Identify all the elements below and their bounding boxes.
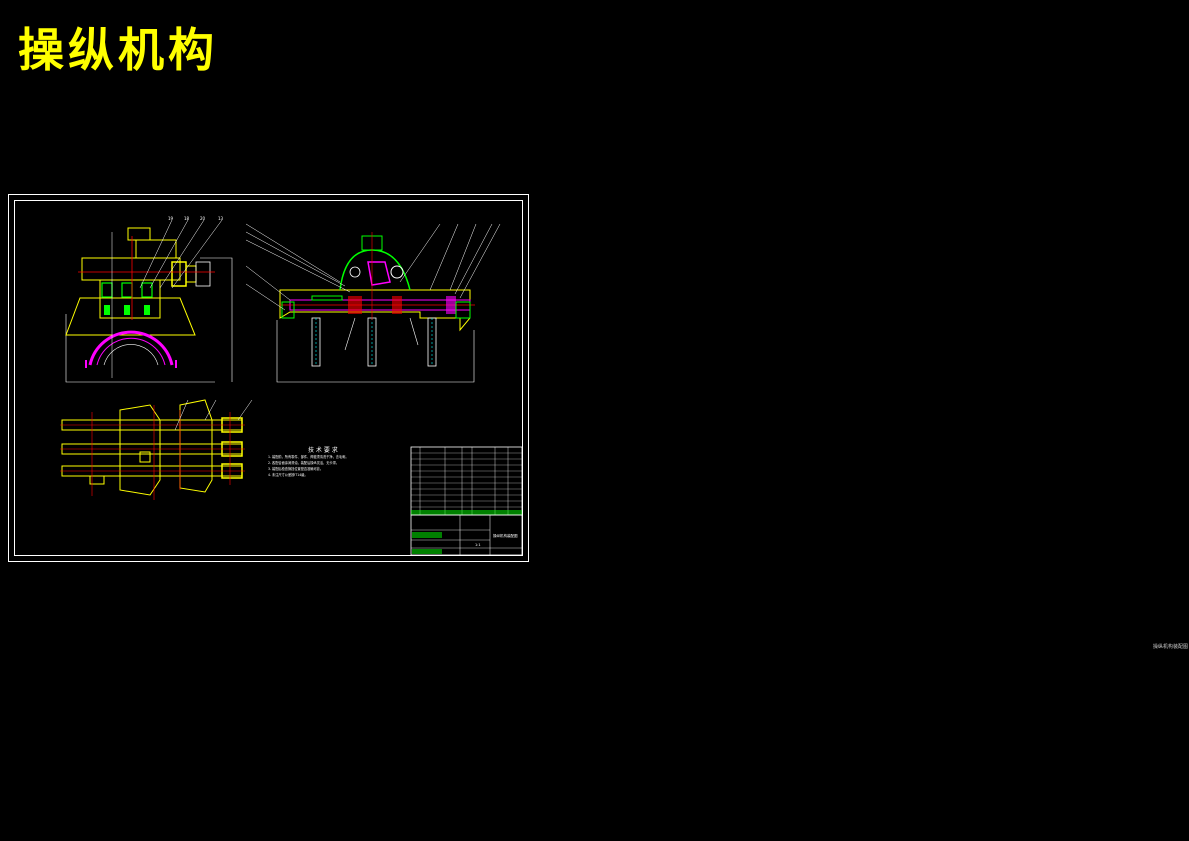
sheet-inner-border	[14, 200, 523, 556]
svg-text:18: 18	[184, 216, 190, 221]
title-block-drawing-name: 操纵机构装配图	[493, 533, 518, 538]
technical-requirements: 技 术 要 求 1. 装配前，所有零件、部件、焊缝须清洗干净，去毛刺。 2. 各…	[268, 446, 349, 477]
corner-note: 操纵机构装配图	[1153, 644, 1189, 650]
sheet-outer-border	[8, 194, 529, 562]
front-section-view: 19 18 20 13	[65, 216, 233, 383]
drawing-title: 操纵机构	[18, 23, 218, 77]
svg-text:19: 19	[168, 216, 174, 221]
tech-req-title: 技 术 要 求	[308, 446, 338, 454]
side-section-view	[245, 223, 501, 383]
title-block: 操纵机构装配图 1:1	[410, 514, 523, 556]
parts-list	[410, 446, 523, 516]
svg-text:20: 20	[200, 216, 206, 221]
tech-req-line: 4. 未注尺寸公差按IT14级。	[268, 472, 308, 477]
top-view	[60, 399, 253, 500]
tech-req-line: 3. 装配后检查换挡位置是否准确可靠。	[268, 466, 323, 471]
tech-req-line: 2. 各配合面涂润滑油，装配后操纵灵活，无卡滞。	[268, 460, 339, 465]
title-block-scale: 1:1	[475, 543, 481, 547]
svg-text:13: 13	[218, 216, 224, 221]
tech-req-line: 1. 装配前，所有零件、部件、焊缝须清洗干净，去毛刺。	[268, 454, 349, 459]
